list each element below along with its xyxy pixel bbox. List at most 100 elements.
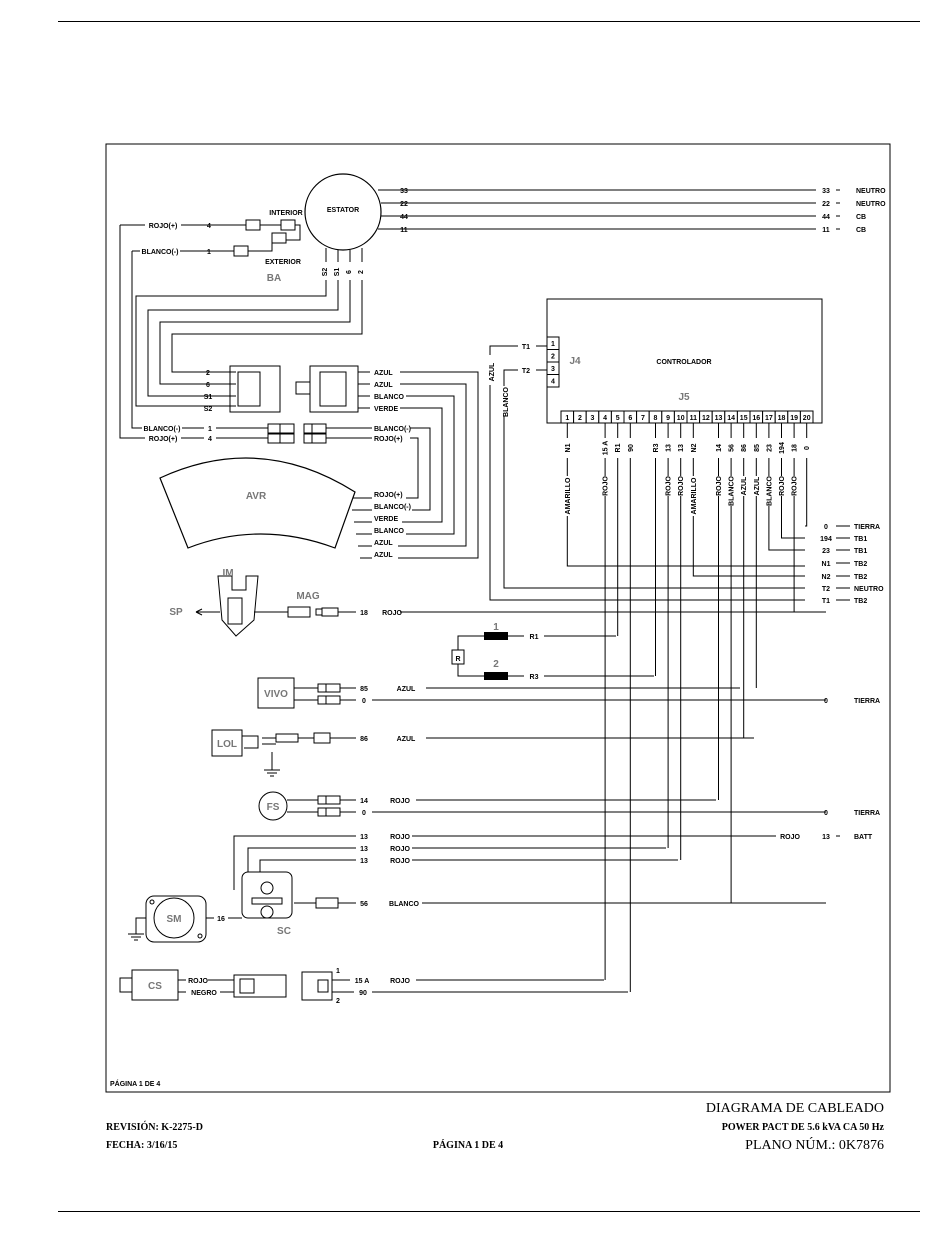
j5-wire-number-bg	[751, 438, 762, 458]
j5-wire-color: ROJO	[792, 476, 799, 496]
brush-assembly: INTERIOR EXTERIOR BA ROJO(+) 4 BLANCO(-)…	[119, 210, 303, 439]
j5-pin-label: 2	[578, 415, 582, 422]
svg-text:CS: CS	[148, 981, 162, 992]
j5-wire	[781, 423, 805, 539]
j5-wire-number: 15 A	[603, 441, 610, 456]
svg-text:1: 1	[493, 622, 499, 633]
svg-text:R3: R3	[530, 674, 539, 681]
drawing-number: PLANO NÚM.: 0K7876	[745, 1136, 884, 1153]
stator: ESTATOR	[304, 173, 382, 251]
svg-text:0: 0	[824, 524, 828, 531]
j5-wire-number-bg	[738, 438, 749, 458]
j5-wire-number: N1	[565, 443, 572, 452]
page-number: PÁGINA 1 DE 4	[433, 1139, 503, 1151]
revision: REVISIÓN: K-2275-D	[106, 1121, 203, 1133]
j5-pin-label: 17	[765, 415, 773, 422]
svg-text:13: 13	[360, 858, 368, 865]
svg-text:14: 14	[360, 798, 368, 805]
j5-wire-color: AZUL	[741, 476, 748, 495]
j4-pin	[546, 374, 560, 388]
svg-text:194: 194	[820, 536, 832, 543]
svg-text:N1: N1	[822, 561, 831, 568]
svg-text:AZUL: AZUL	[374, 552, 393, 559]
svg-text:22: 22	[822, 201, 830, 208]
svg-text:S1: S1	[334, 268, 341, 277]
svg-text:CONTROLADOR: CONTROLADOR	[656, 359, 711, 366]
svg-text:13: 13	[822, 834, 830, 841]
svg-text:86: 86	[360, 736, 368, 743]
starter-motor: SM 16	[128, 895, 242, 943]
svg-text:ROJO: ROJO	[188, 978, 208, 985]
svg-text:ROJO: ROJO	[390, 834, 410, 841]
svg-text:BLANCO(-): BLANCO(-)	[142, 249, 179, 256]
j5-wire-color: ROJO	[666, 476, 673, 496]
svg-text:1: 1	[207, 249, 211, 256]
svg-text:S2: S2	[322, 268, 329, 277]
j5-pin-label: 19	[790, 415, 798, 422]
svg-text:ROJO: ROJO	[382, 610, 402, 617]
field-connectors: BLANCO(-) ROJO(+) 1 4 BLANCO(-) ROJO(+)	[142, 423, 431, 511]
j5-wire-color: AZUL	[754, 476, 761, 495]
j4-pin-label: 4	[551, 379, 555, 386]
svg-text:AZUL: AZUL	[374, 540, 393, 547]
svg-text:NEUTRO: NEUTRO	[854, 586, 884, 593]
j5-wire-color: BLANCO	[766, 475, 773, 505]
svg-text:INTERIOR: INTERIOR	[269, 210, 302, 217]
j5-wire-number-bg	[713, 438, 724, 458]
svg-text:AZUL: AZUL	[397, 736, 416, 743]
svg-text:AZUL: AZUL	[374, 382, 393, 389]
svg-text:2: 2	[493, 659, 499, 670]
j5-wire-number-bg	[763, 438, 774, 458]
svg-text:18: 18	[360, 610, 368, 617]
svg-text:TB2: TB2	[854, 561, 867, 568]
svg-text:1: 1	[208, 426, 212, 433]
svg-text:AZUL: AZUL	[374, 370, 393, 377]
j5-wire-number: N2	[691, 443, 698, 452]
j5-wire-number: R3	[653, 443, 660, 452]
svg-text:15 A: 15 A	[355, 978, 370, 985]
j5-wire-color-bg	[776, 476, 787, 496]
svg-text:0: 0	[824, 698, 828, 705]
svg-text:ROJO(+): ROJO(+)	[149, 223, 178, 230]
svg-text:SM: SM	[167, 914, 182, 925]
avr-harness-labels: AZUL AZUL BLANCO VERDE	[354, 367, 479, 559]
j5-pin-label: 16	[752, 415, 760, 422]
svg-text:LOL: LOL	[217, 739, 237, 750]
svg-text:4: 4	[208, 436, 212, 443]
svg-text:VERDE: VERDE	[374, 516, 398, 523]
svg-text:BLANCO: BLANCO	[374, 528, 404, 535]
j5-wire-number: 14	[716, 444, 723, 452]
svg-text:IM: IM	[222, 568, 233, 579]
j5-wire-number-bg	[789, 438, 800, 458]
svg-text:TIERRA: TIERRA	[854, 698, 880, 705]
svg-text:90: 90	[359, 990, 367, 997]
svg-text:MAG: MAG	[296, 591, 320, 602]
fuel-solenoid: FS 14 ROJO 0 0 TIERRA	[258, 791, 880, 821]
j4-pin-label: 1	[551, 341, 555, 348]
j5-wire-number: 194	[779, 442, 786, 454]
j5-wire-color-bg	[663, 476, 674, 496]
svg-text:NEGRO: NEGRO	[191, 990, 217, 997]
svg-text:ROJO: ROJO	[390, 858, 410, 865]
j5-wire-color-bg	[675, 476, 686, 496]
j4-pin-label: 2	[551, 354, 555, 361]
svg-text:BA: BA	[267, 273, 281, 284]
svg-text:56: 56	[360, 901, 368, 908]
j5-pin-label: 1	[565, 415, 569, 422]
j5-pin-label: 15	[740, 415, 748, 422]
svg-text:BLANCO(-): BLANCO(-)	[374, 426, 411, 433]
j5-wire-number-bg	[776, 438, 787, 458]
svg-text:ROJO: ROJO	[390, 846, 410, 853]
drawing-subtitle: POWER PACT DE 5.6 kVA CA 50 Hz	[722, 1122, 885, 1133]
title-block: REVISIÓN: K-2275-D FECHA: 3/16/15 PÁGINA…	[106, 1101, 885, 1153]
j5-pin-label: 11	[690, 415, 698, 422]
j5-wire-color: AMARILLO	[691, 477, 698, 514]
svg-text:BLANCO: BLANCO	[374, 394, 404, 401]
svg-text:44: 44	[400, 214, 408, 221]
svg-text:22: 22	[400, 201, 408, 208]
j5-wire-number-bg	[612, 438, 623, 458]
j5-wire	[566, 423, 805, 567]
svg-text:NEUTRO: NEUTRO	[856, 201, 886, 208]
